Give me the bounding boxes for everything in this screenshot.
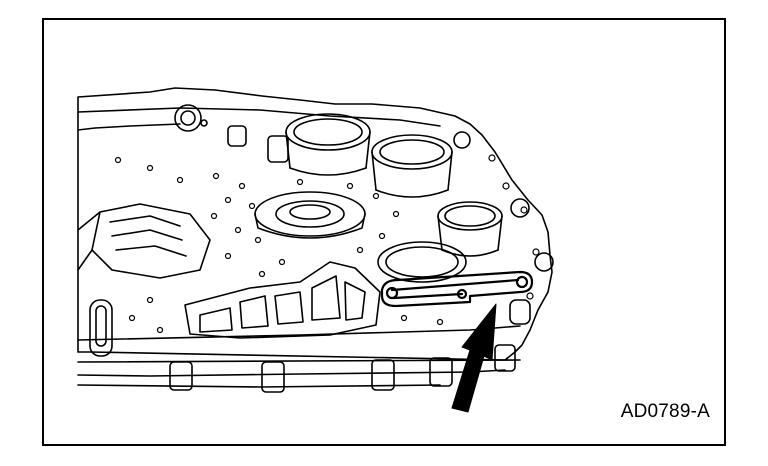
right-lugs bbox=[453, 131, 554, 325]
bore-3 bbox=[437, 201, 503, 257]
left-slot bbox=[89, 299, 113, 357]
bottom-bosses bbox=[169, 344, 516, 393]
housing-outline bbox=[77, 87, 553, 361]
housing-top-ledge bbox=[77, 107, 441, 127]
bore-2 bbox=[371, 134, 453, 198]
bottom-rail-top bbox=[77, 325, 521, 341]
bottom-rail-shadow bbox=[77, 384, 441, 388]
channel-block bbox=[184, 261, 381, 339]
left-bracket bbox=[77, 203, 211, 279]
gasket-highlight bbox=[380, 270, 534, 308]
top-bosses bbox=[174, 104, 289, 163]
small-holes bbox=[114, 154, 540, 334]
up-right-arrow-icon bbox=[451, 303, 497, 413]
bore-1 bbox=[285, 113, 371, 176]
figure-code: AD0789-A bbox=[620, 401, 710, 422]
housing-side-rail bbox=[77, 123, 181, 131]
bore-4 bbox=[377, 241, 467, 283]
center-bore bbox=[254, 191, 366, 239]
bottom-rail-lower bbox=[77, 359, 521, 363]
bottom-rail-base bbox=[77, 369, 506, 377]
